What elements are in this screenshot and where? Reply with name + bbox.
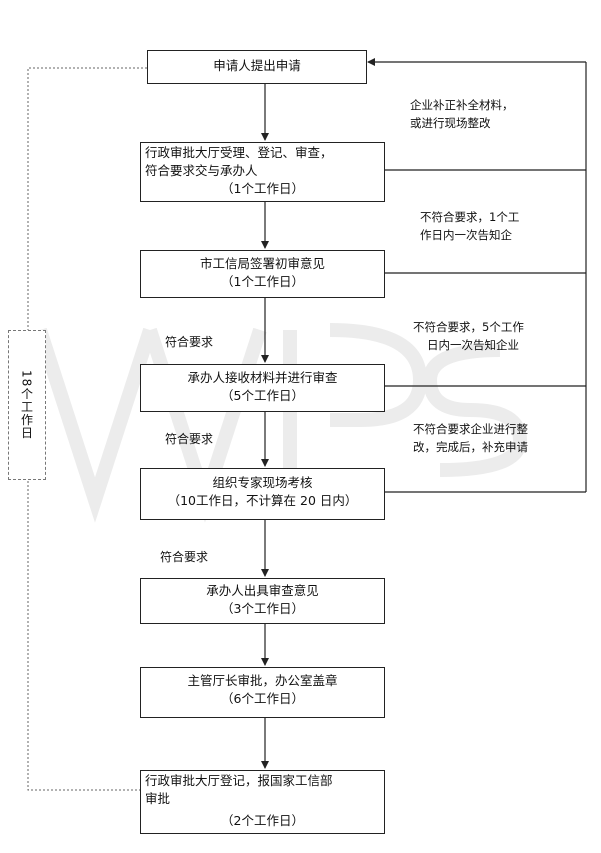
step-7-approval-seal: 主管厅长审批，办公室盖章 （6个工作日） xyxy=(140,667,385,718)
step-6-review-opinion: 承办人出具审查意见 （3个工作日） xyxy=(140,578,385,624)
step-3-initial-review: 市工信局签署初审意见 （1个工作日） xyxy=(140,250,385,298)
feedback-note-2-line-1: 不符合要求，1个工 xyxy=(420,210,520,224)
feedback-note-3-line-1: 不符合要求，5个工作 xyxy=(413,320,524,334)
step-5-expert-inspection: 组织专家现场考核 （10工作日，不计算在 20 日内） xyxy=(140,468,385,520)
step-8-line-1: 行政审批大厅登记，报国家工信部 xyxy=(145,773,333,788)
flow-label-meets-1: 符合要求 xyxy=(165,335,214,349)
feedback-note-4: 不符合要求企业进行整 改，完成后，补充申请 xyxy=(413,420,528,456)
step-7-line-1: 主管厅长审批，办公室盖章 xyxy=(187,673,338,688)
step-1-line-1: 申请人提出申请 xyxy=(213,58,301,73)
feedback-note-1-line-1: 企业补正补全材料， xyxy=(410,98,514,112)
feedback-note-2: 不符合要求，1个工 作日内一次告知企 xyxy=(420,208,519,244)
feedback-note-1: 企业补正补全材料， 或进行现场整改 xyxy=(410,96,514,132)
step-3-line-1: 市工信局签署初审意见 xyxy=(199,256,325,271)
step-1-apply: 申请人提出申请 xyxy=(147,50,367,84)
flow-label-meets-2: 符合要求 xyxy=(165,432,214,446)
step-5-line-1: 组织专家现场考核 xyxy=(212,475,313,490)
feedback-note-2-line-2: 作日内一次告知企 xyxy=(420,228,512,242)
step-6-line-2: （3个工作日） xyxy=(221,601,304,616)
step-8-line-2: 审批 xyxy=(145,791,171,806)
flow-label-meets-3: 符合要求 xyxy=(160,550,209,564)
feedback-note-3: 不符合要求，5个工作 日内一次告知企业 xyxy=(413,318,524,354)
step-3-line-2: （1个工作日） xyxy=(221,274,304,289)
feedback-note-4-line-1: 不符合要求企业进行整 xyxy=(413,422,528,436)
feedback-note-3-line-2: 日内一次告知企业 xyxy=(427,338,519,352)
step-2-line-3: （1个工作日） xyxy=(221,181,304,196)
step-2-hall-accept: 行政审批大厅受理、登记、审查， 符合要求交与承办人 （1个工作日） xyxy=(140,142,385,202)
step-8-line-3: （2个工作日） xyxy=(221,813,304,828)
feedback-note-4-line-2: 改，完成后，补充申请 xyxy=(413,440,528,454)
step-4-line-2: （5个工作日） xyxy=(221,388,304,403)
total-time-label: 18个工作日 xyxy=(19,370,34,440)
step-2-line-1: 行政审批大厅受理、登记、审查， xyxy=(145,145,333,160)
total-time-box: 18个工作日 xyxy=(8,330,46,480)
step-2-line-2: 符合要求交与承办人 xyxy=(145,163,258,178)
step-7-line-2: （6个工作日） xyxy=(221,691,304,706)
step-8-register-report: 行政审批大厅登记，报国家工信部 审批 （2个工作日） xyxy=(140,770,385,834)
step-4-line-1: 承办人接收材料并进行审查 xyxy=(187,370,338,385)
step-4-handler-review: 承办人接收材料并进行审查 （5个工作日） xyxy=(140,364,385,412)
step-5-line-2: （10工作日，不计算在 20 日内） xyxy=(167,493,358,508)
step-6-line-1: 承办人出具审查意见 xyxy=(206,583,319,598)
feedback-note-1-line-2: 或进行现场整改 xyxy=(410,116,491,130)
